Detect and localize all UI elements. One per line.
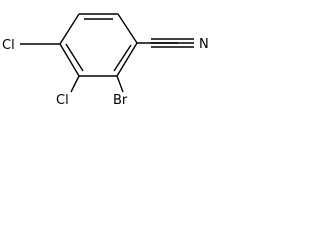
atom-label-n: N [199, 37, 209, 52]
ring-bond-lower-left-inner [65, 43, 84, 72]
atom-label-cl-top: Cl [2, 38, 15, 53]
chemical-structure-diagram: Cl Cl Br N [2, 13, 209, 108]
ring-bond-upper-left [59, 13, 80, 45]
ring-bond-upper-right [117, 13, 138, 44]
benzene-ring [59, 13, 138, 77]
ring-bond-lower-left [59, 43, 80, 77]
ring-bond-lower-right [116, 42, 138, 77]
ring-bond-lower-right-inner [113, 44, 132, 72]
bond-ring-to-cl-bottom [70, 75, 80, 93]
atom-label-br: Br [113, 93, 128, 108]
bond-ring-to-br [116, 75, 124, 93]
nitrile-triple-bond [151, 38, 194, 48]
atom-label-cl-bottom: Cl [56, 93, 69, 108]
